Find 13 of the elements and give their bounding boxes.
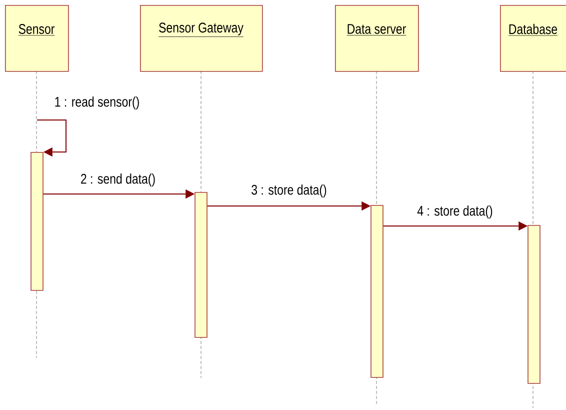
participant-name: Sensor Gateway bbox=[158, 22, 244, 37]
message-label: 4 : store data() bbox=[416, 204, 494, 220]
participant-name: Data server bbox=[346, 24, 406, 36]
activation-bar bbox=[370, 205, 384, 378]
activation-bar bbox=[194, 192, 208, 338]
message-label: 3 : store data() bbox=[250, 183, 328, 199]
self-message-arrow bbox=[36, 120, 66, 157]
participant-name: Database bbox=[508, 24, 558, 36]
message-label: 1 : read sensor() bbox=[53, 95, 141, 111]
message-label: 2 : send data() bbox=[79, 172, 157, 188]
activation-bar bbox=[528, 225, 540, 384]
participant-name: Sensor bbox=[18, 24, 55, 36]
activation-bar bbox=[30, 152, 44, 291]
